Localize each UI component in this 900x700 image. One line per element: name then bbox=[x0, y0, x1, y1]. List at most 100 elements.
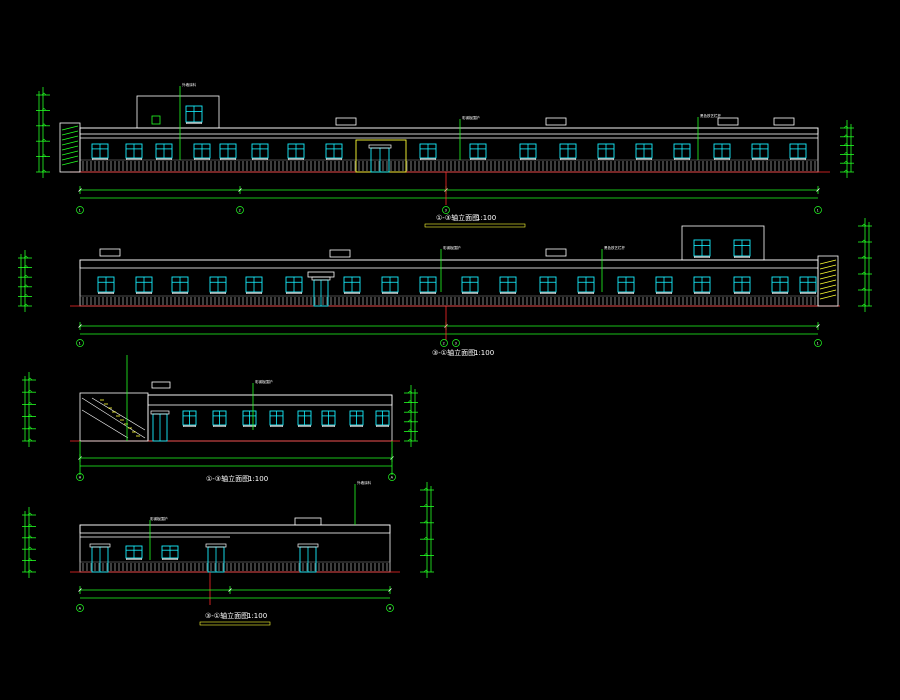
window-sill bbox=[752, 158, 768, 161]
axis-label: 3 bbox=[445, 208, 447, 212]
axis-label: 1 bbox=[817, 208, 819, 212]
window bbox=[419, 143, 437, 161]
window bbox=[125, 545, 143, 561]
axis-bubble bbox=[76, 206, 84, 214]
roof-unit bbox=[151, 381, 171, 389]
door bbox=[311, 276, 331, 307]
window-sill bbox=[560, 158, 576, 161]
axis-bubble bbox=[76, 339, 84, 347]
window-sill bbox=[674, 158, 690, 161]
window-sill bbox=[344, 292, 360, 295]
window bbox=[733, 239, 751, 259]
dim-slash bbox=[388, 588, 392, 592]
window bbox=[349, 410, 364, 428]
window-sill bbox=[213, 425, 226, 428]
window-sill bbox=[322, 425, 335, 428]
elevation-2-note-1: 彩钢板围护 bbox=[443, 245, 461, 250]
window-sill bbox=[462, 292, 478, 295]
window bbox=[469, 143, 487, 161]
parapet bbox=[79, 524, 391, 534]
window-sill bbox=[656, 292, 672, 295]
window-sill bbox=[636, 158, 652, 161]
window-sill bbox=[772, 292, 788, 295]
window-sill bbox=[246, 292, 262, 295]
dim-slash bbox=[238, 188, 242, 192]
axis-bubble bbox=[452, 339, 460, 347]
level-markers bbox=[36, 87, 50, 178]
window bbox=[539, 276, 557, 295]
stair-diagonals bbox=[81, 397, 146, 439]
elevation-1-note-2: 黑色铁艺栏杆 bbox=[700, 113, 721, 118]
window-sill bbox=[288, 158, 304, 161]
stair-tread bbox=[61, 130, 79, 136]
window bbox=[297, 410, 312, 428]
stair-tread bbox=[61, 145, 79, 151]
window-sill bbox=[92, 158, 108, 161]
axis-bubble bbox=[440, 339, 448, 347]
window-sill bbox=[156, 158, 172, 161]
level-markers bbox=[404, 385, 418, 447]
elevation-3-scale: 1:100 bbox=[248, 475, 268, 483]
door bbox=[297, 543, 319, 573]
window-sill bbox=[270, 425, 283, 428]
parapet bbox=[79, 127, 819, 135]
window-sill bbox=[210, 292, 226, 295]
window-sill bbox=[162, 558, 178, 561]
window bbox=[519, 143, 537, 161]
axis-bubble bbox=[236, 206, 244, 214]
window-sill bbox=[540, 292, 556, 295]
level-markers bbox=[840, 120, 854, 178]
level-markers bbox=[18, 250, 32, 312]
axis-bubble bbox=[814, 206, 822, 214]
stair-tread bbox=[819, 264, 837, 270]
window bbox=[285, 276, 303, 295]
stair-tread bbox=[819, 259, 837, 265]
window bbox=[799, 276, 817, 295]
elevation-3-title: ①-③轴立面图 bbox=[206, 474, 249, 483]
window bbox=[321, 410, 336, 428]
window bbox=[193, 143, 211, 161]
window bbox=[125, 143, 143, 161]
window bbox=[655, 276, 673, 295]
window bbox=[713, 143, 731, 161]
window bbox=[155, 143, 173, 161]
window bbox=[97, 276, 115, 295]
stair-tread bbox=[61, 155, 79, 161]
window-sill bbox=[790, 158, 806, 161]
stair-tread bbox=[61, 125, 79, 131]
window-sill bbox=[98, 292, 114, 295]
elevation-2-scale: 1:100 bbox=[474, 349, 494, 357]
window-sill bbox=[126, 158, 142, 161]
axis-bubble bbox=[388, 473, 396, 481]
axis-label: A bbox=[79, 606, 82, 610]
elevation-4-note-1: 彩钢板围护 bbox=[150, 516, 168, 521]
window-sill bbox=[714, 158, 730, 161]
axis-label: 2 bbox=[239, 208, 241, 212]
door-canopy bbox=[89, 543, 111, 548]
dim-slash bbox=[78, 588, 82, 592]
window bbox=[751, 143, 769, 161]
dimension-line bbox=[78, 186, 820, 199]
door-canopy bbox=[311, 276, 331, 281]
dim-slash bbox=[816, 188, 820, 192]
stair-tread bbox=[61, 135, 79, 141]
window bbox=[287, 143, 305, 161]
title-underline bbox=[424, 223, 526, 228]
window-sill bbox=[470, 158, 486, 161]
right-stair-tower bbox=[817, 255, 839, 307]
axis-label: 3 bbox=[455, 341, 457, 345]
level-markers bbox=[420, 482, 434, 578]
window-sill bbox=[376, 425, 389, 428]
signage bbox=[151, 115, 161, 125]
window-sill bbox=[578, 292, 594, 295]
window bbox=[161, 545, 179, 561]
window bbox=[375, 410, 390, 428]
level-markers bbox=[22, 372, 36, 447]
window bbox=[597, 143, 615, 161]
door bbox=[368, 144, 392, 173]
window bbox=[209, 276, 227, 295]
axis-label: 1 bbox=[817, 341, 819, 345]
title-underline bbox=[199, 621, 271, 626]
window-sill bbox=[136, 292, 152, 295]
